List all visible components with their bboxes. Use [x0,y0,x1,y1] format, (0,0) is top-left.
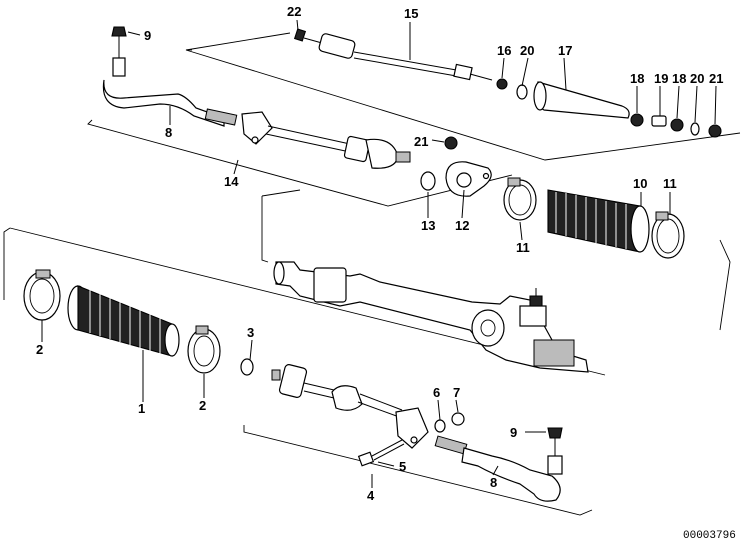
callout-11-right: 11 [663,176,677,191]
rubber-boot-10 [547,189,650,253]
callout-17: 17 [558,43,572,58]
callout-11-left: 11 [516,240,530,255]
callout-4: 4 [367,488,375,503]
callout-3: 3 [247,325,254,340]
protective-sleeve-17 [533,81,630,119]
clamp-2-right [187,325,221,374]
callout-21-a: 21 [709,71,723,86]
callout-9-bottom: 9 [510,425,517,440]
washer-20 [516,84,528,100]
leader-lines [41,19,717,488]
callout-22: 22 [287,4,301,19]
callout-5: 5 [399,459,406,474]
tie-rod-end-top [102,26,238,127]
callout-10: 10 [633,176,647,191]
callout-8-top: 8 [165,125,172,140]
washer-3 [240,358,254,376]
callout-6: 6 [433,385,440,400]
sleeve-19 [651,115,667,127]
callout-14: 14 [224,174,239,189]
nut-18b [670,118,684,132]
callout-8-bottom: 8 [490,475,497,490]
washer-13 [420,171,436,191]
clamp-11-left [503,177,537,221]
callout-2-left: 2 [36,342,43,357]
callout-12: 12 [455,218,469,233]
callout-labels: 1 2 2 3 4 5 6 7 8 8 9 9 10 11 11 12 13 1… [36,4,723,503]
callout-7: 7 [453,385,460,400]
callout-21-b: 21 [414,134,428,149]
drawing-number: 00003796 [683,530,736,542]
callout-16: 16 [497,43,511,58]
tie-rod-adjuster-14 [241,111,411,169]
callout-2-right: 2 [199,398,206,413]
clamp-2-left [23,269,61,321]
nut-21b [444,136,458,150]
washer-20b [690,122,700,136]
callout-1: 1 [138,401,145,416]
callout-18-a: 18 [630,71,644,86]
callout-18-b: 18 [672,71,686,86]
inner-tie-rod-bottom [271,364,429,449]
tie-rod-end-bottom [434,427,563,502]
callout-15: 15 [404,6,418,21]
bolt-5 [357,439,405,467]
steering-rack-housing [273,261,589,373]
washer-6 [434,419,446,433]
callout-19: 19 [654,71,668,86]
nut-16 [496,78,508,90]
clamp-11-right [651,211,685,259]
nut-18a [630,113,644,127]
inner-tie-rod-top [293,28,493,81]
callout-9-top: 9 [144,28,151,43]
callout-20-a: 20 [520,43,534,58]
callout-13: 13 [421,218,435,233]
rubber-boot-1 [67,285,180,357]
nut-7 [451,412,465,426]
nut-21 [708,124,722,138]
callout-20-b: 20 [690,71,704,86]
bracket-12 [445,161,492,197]
